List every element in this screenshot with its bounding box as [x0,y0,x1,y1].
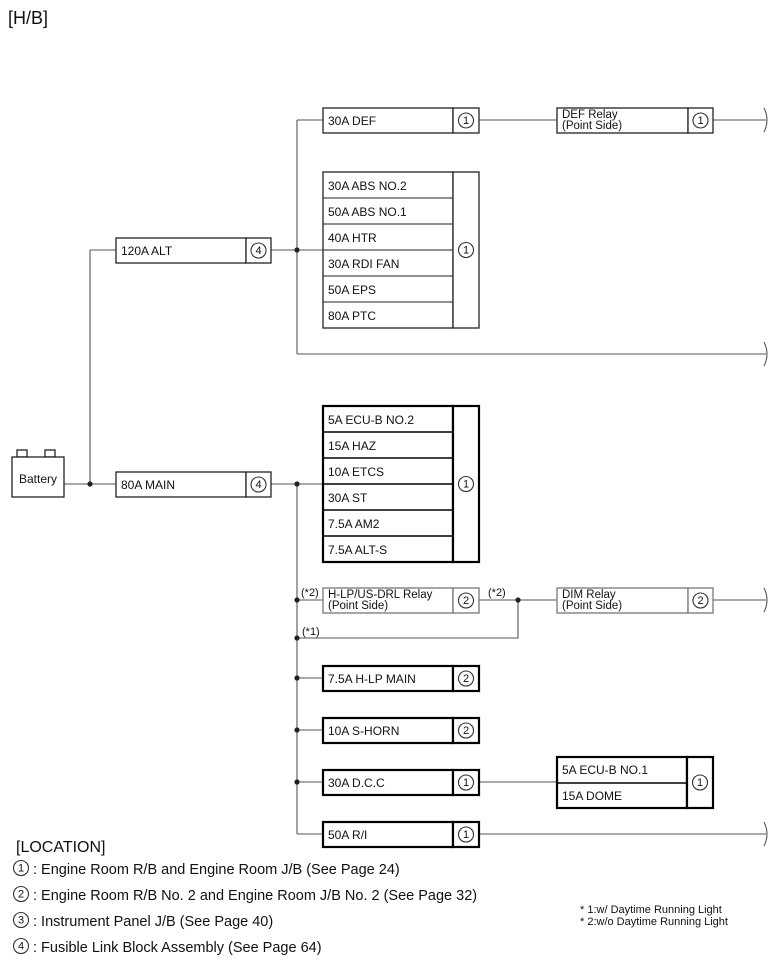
relay-name: DEF Relay [562,109,618,121]
relay-side: (Point Side) [562,600,622,612]
def-relay: DEF Relay (Point Side) 1 [556,107,714,134]
fuse-7-5a-alt-s: 7.5A ALT-S [328,543,387,557]
fuse-30a-def: 30A DEF 1 [322,107,480,134]
connector-number: 2 [463,673,469,685]
fuse-15a-haz: 15A HAZ [328,439,376,453]
fuse-label: 120A ALT [121,244,173,258]
connector-number: 1 [463,777,469,789]
fuse-label: 10A S-HORN [328,724,399,738]
connector-number: 1 [463,829,469,841]
hlp-us-drl-relay: H-LP/US-DRL Relay (Point Side) 2 [322,587,480,614]
relay-side: (Point Side) [328,600,388,612]
location-item: : Engine Room R/B No. 2 and Engine Room … [33,888,477,904]
mark-drl: (*1) [302,626,320,638]
fuse-30a-dcc: 30A D.C.C 1 [321,768,481,797]
battery-label: Battery [19,472,57,486]
fuse-10a-s-horn: 10A S-HORN 2 [321,716,481,745]
connector-number: 1 [463,245,469,257]
page-header: [H/B] [8,8,48,28]
connector-number: 4 [255,479,261,491]
relay-name: H-LP/US-DRL Relay [328,589,433,601]
fuse-15a-dome: 15A DOME [562,789,622,803]
location-num: 1 [18,863,24,875]
relay-side: (Point Side) [562,120,622,132]
fuse-label: 50A R/I [328,828,367,842]
location-title: [LOCATION] [16,839,106,856]
location-num: 2 [18,889,24,901]
fuse-50a-ri: 50A R/I 1 [321,820,481,849]
fuse-7-5a-am2: 7.5A AM2 [328,517,380,531]
location-num: 4 [18,941,24,953]
fuse-120a-alt: 120A ALT 4 [115,237,272,264]
fuse-label: 30A D.C.C [328,776,385,790]
fuse-40a-htr: 40A HTR [328,231,377,245]
fuse-30a-rdi-fan: 30A RDI FAN [328,257,399,271]
connector-number: 1 [463,479,469,491]
fuse-50a-eps: 50A EPS [328,283,376,297]
fuse-7-5a-h-lp-main: 7.5A H-LP MAIN 2 [321,664,481,693]
fuse-80a-ptc: 80A PTC [328,309,376,323]
fuse-30a-st: 30A ST [328,491,368,505]
footnote-drl: * 1:w/ Daytime Running Light [580,904,722,916]
connector-number: 1 [697,777,703,789]
connector-number: 2 [463,725,469,737]
footnotes: * 1:w/ Daytime Running Light * 2:w/o Day… [580,904,728,928]
fuse-30a-abs-no2: 30A ABS NO.2 [328,179,407,193]
junction-dots [87,247,521,785]
mark-hlp-in: (*2) [301,587,319,599]
location-num: 3 [18,915,24,927]
location-item: : Fusible Link Block Assembly (See Page … [33,940,322,956]
fuse-10a-etcs: 10A ETCS [328,465,384,479]
connector-number: 1 [463,115,469,127]
dim-relay: DIM Relay (Point Side) 2 [556,587,714,614]
connector-number: 1 [697,115,703,127]
relay-name: DIM Relay [562,589,616,601]
fuse-group-ecu-dome: 5A ECU-B NO.1 15A DOME 1 [555,755,715,810]
fuse-label: 7.5A H-LP MAIN [328,672,416,686]
connector-number: 2 [697,595,703,607]
connector-number: 2 [463,595,469,607]
fuse-80a-main: 80A MAIN 4 [115,471,272,498]
fuse-label: 30A DEF [328,114,376,128]
mark-hlp-out: (*2) [488,587,506,599]
fuse-5a-ecu-b-no1: 5A ECU-B NO.1 [562,763,648,777]
fuse-group-main: 5A ECU-B NO.2 15A HAZ 10A ETCS 30A ST 7.… [321,404,481,564]
fuse-5a-ecu-b-no2: 5A ECU-B NO.2 [328,413,414,427]
fuse-50a-abs-no1: 50A ABS NO.1 [328,205,407,219]
connector-number: 4 [255,245,261,257]
location-legend: [LOCATION] 1 : Engine Room R/B and Engin… [12,839,477,956]
fuse-label: 80A MAIN [121,478,175,492]
footnote-no-drl: * 2:w/o Daytime Running Light [580,916,728,928]
location-item: : Instrument Panel J/B (See Page 40) [33,914,273,930]
battery: Battery [11,449,65,498]
location-item: : Engine Room R/B and Engine Room J/B (S… [33,862,400,878]
fuse-group-alt: 30A ABS NO.2 50A ABS NO.1 40A HTR 30A RD… [322,171,480,329]
